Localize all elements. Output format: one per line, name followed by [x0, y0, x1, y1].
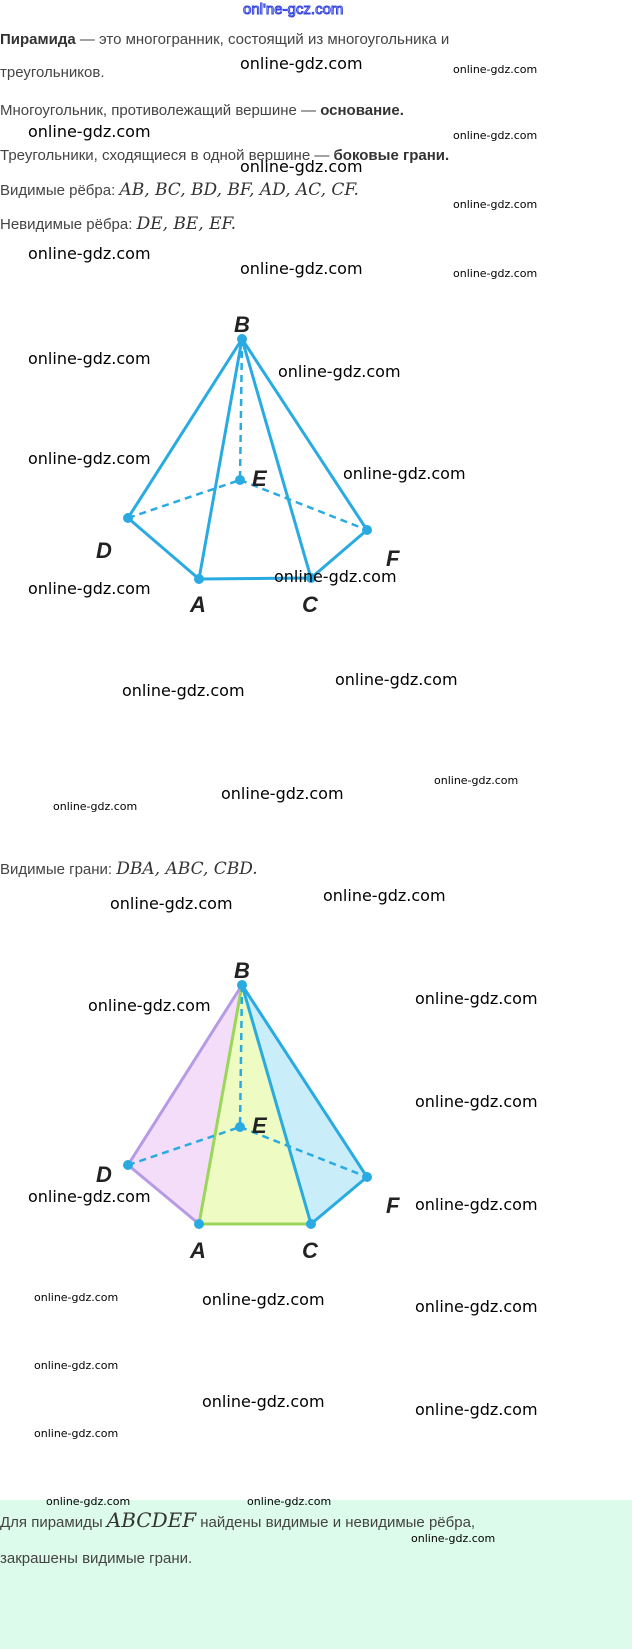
vertex-label-d: D: [96, 538, 112, 563]
note-line-2: закрашены видимые грани.: [0, 1550, 193, 1567]
vertex-label-b: B: [234, 958, 250, 983]
vertex-label-f: F: [386, 546, 400, 571]
text: найдены видимые и невидимые рёбра,: [196, 1514, 476, 1531]
watermark: online-gdz.com: [240, 54, 363, 73]
watermark: online-gdz.com: [453, 198, 538, 211]
pyramid-diagram-faces: B E D A C F: [96, 958, 400, 1263]
watermark: online-gdz.com: [278, 362, 401, 381]
edge-bd: [126, 338, 244, 519]
face-dba: [128, 985, 242, 1224]
visible-edges: Видимые рёбра: AB, BC, BD, BF, AD, AC, C…: [0, 181, 359, 200]
watermark: online-gdz.com: [434, 774, 519, 787]
watermark: online-gdz.com: [34, 1427, 119, 1440]
watermark: online-gdz.com: [202, 1392, 325, 1411]
text: — это многогранник, состоящий из многоуг…: [75, 31, 450, 48]
watermark: online-gdz.com: [323, 886, 446, 905]
watermark: online-gdz.com: [247, 1495, 332, 1508]
vertex-label-d: D: [96, 1162, 112, 1187]
watermark: online-gdz.com: [415, 989, 538, 1008]
value: AB, BC, BD, BF, AD, AC, CF.: [119, 180, 359, 200]
watermark: online-gdz.com: [240, 259, 363, 278]
edge-ef: [239, 478, 368, 532]
header-watermark: onl'ne-gcz.com: [242, 1, 344, 19]
watermark: online-gdz.com: [28, 349, 151, 368]
watermark: online-gdz.com: [34, 1291, 119, 1304]
pyramid-name: ABCDEF: [106, 1508, 197, 1532]
invisible-edges: Невидимые рёбра: DE, BE, EF.: [0, 215, 236, 234]
edge-bf: [240, 338, 369, 531]
face-abc: [199, 985, 311, 1224]
watermark: online-gdz.com: [415, 1400, 538, 1419]
definition-line-1: Пирамида — это многогранник, состоящий и…: [0, 31, 449, 49]
summary-note: Для пирамиды ABCDEF найдены видимые и не…: [0, 1500, 632, 1649]
watermark: online-gdz.com: [453, 63, 538, 76]
value: DE, BE, EF.: [136, 214, 237, 234]
watermark: online-gdz.com: [34, 1359, 119, 1372]
watermark: online-gdz.com: [415, 1092, 538, 1111]
text: Треугольники, сходящиеся в одной вершине…: [0, 147, 334, 164]
term: основание.: [320, 102, 404, 119]
watermark: online-gdz.com: [53, 800, 138, 813]
vertex-label-b: B: [234, 312, 250, 337]
watermark: online-gdz.com: [28, 122, 151, 141]
text: Для пирамиды: [0, 1514, 107, 1531]
watermark: online-gdz.com: [221, 784, 344, 803]
watermark: online-gdz.com: [46, 1495, 131, 1508]
watermark: online-gdz.com: [335, 670, 458, 689]
watermark: online-gdz.com: [110, 894, 233, 913]
vertex-label-c: C: [302, 1238, 319, 1263]
edge-be: [238, 338, 244, 481]
watermark: online-gdz.com: [202, 1290, 325, 1309]
pyramid-diagram-edges: B E D A C F: [96, 312, 400, 617]
label: Невидимые рёбра:: [0, 216, 137, 233]
edge-bc: [240, 338, 313, 579]
vertex-label-c: C: [302, 592, 319, 617]
vertex-label-e: E: [252, 1113, 268, 1138]
label: Видимые грани:: [0, 861, 117, 878]
watermark: online-gdz.com: [28, 244, 151, 263]
watermark: online-gdz.com: [411, 1532, 496, 1545]
term: боковые грани.: [333, 147, 450, 164]
edge-de: [127, 478, 241, 520]
watermark: online-gdz.com: [88, 996, 211, 1015]
watermark: online-gdz.com: [453, 129, 538, 142]
watermark: online-gdz.com: [343, 464, 466, 483]
watermark: online-gdz.com: [453, 267, 538, 280]
watermark: online-gdz.com: [415, 1297, 538, 1316]
edge-ba: [197, 338, 244, 580]
vertex-label-a: A: [189, 1238, 206, 1263]
label: Видимые рёбра:: [0, 182, 120, 199]
watermark: online-gdz.com: [415, 1195, 538, 1214]
edges-base-visible: [127, 516, 368, 581]
watermark: online-gdz.com: [240, 157, 363, 176]
watermark: online-gdz.com: [274, 567, 397, 586]
definition-line-2: треугольников.: [0, 64, 105, 81]
note-line-1: Для пирамиды ABCDEF найдены видимые и не…: [0, 1508, 476, 1532]
watermark: online-gdz.com: [28, 449, 151, 468]
visible-faces: Видимые грани: DBA, ABC, CBD.: [0, 860, 258, 879]
vertex-label-a: A: [189, 592, 206, 617]
value: DBA, ABC, CBD.: [116, 859, 258, 879]
vertex-label-f: F: [386, 1193, 400, 1218]
watermark: online-gdz.com: [122, 681, 245, 700]
watermark: online-gdz.com: [28, 1187, 151, 1206]
term: Пирамида: [0, 31, 76, 48]
faces-definition: Треугольники, сходящиеся в одной вершине…: [0, 147, 449, 165]
vertex-label-e: E: [252, 466, 268, 491]
base-definition: Многоугольник, противолежащий вершине — …: [0, 102, 404, 120]
text: Многоугольник, противолежащий вершине —: [0, 102, 321, 119]
watermark: online-gdz.com: [28, 579, 151, 598]
